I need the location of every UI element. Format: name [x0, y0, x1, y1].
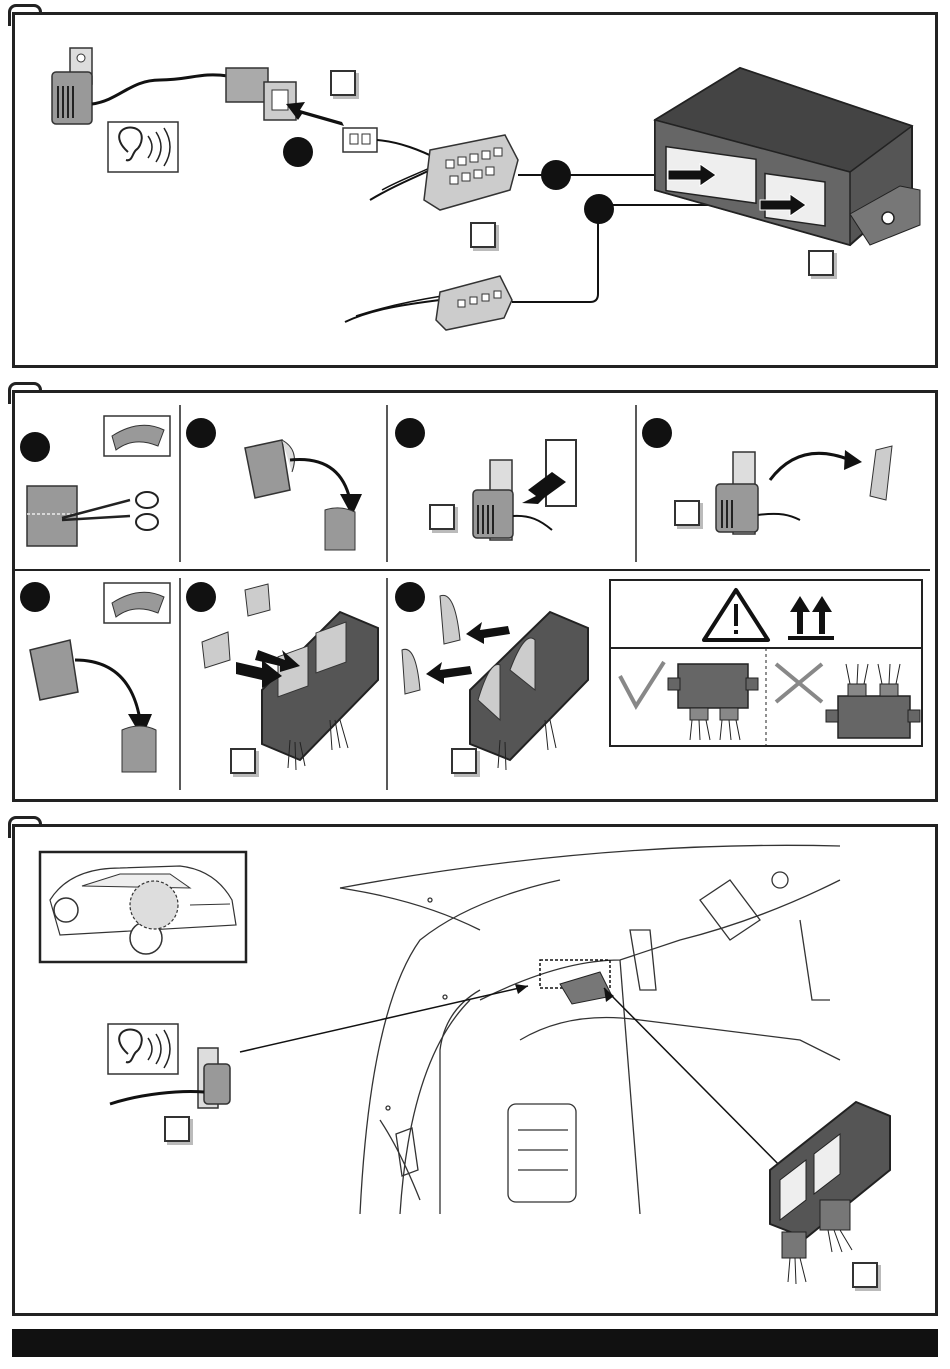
label-box — [852, 1262, 878, 1288]
trunk-interior — [340, 845, 840, 1214]
control-unit-icon-2 — [770, 1102, 890, 1284]
ear-sound-icon-2 — [108, 1024, 178, 1074]
vehicle-location-diagram — [0, 0, 950, 1320]
car-thumbnail — [40, 852, 246, 962]
label-box — [164, 1116, 190, 1142]
footer-bar — [12, 1329, 938, 1357]
